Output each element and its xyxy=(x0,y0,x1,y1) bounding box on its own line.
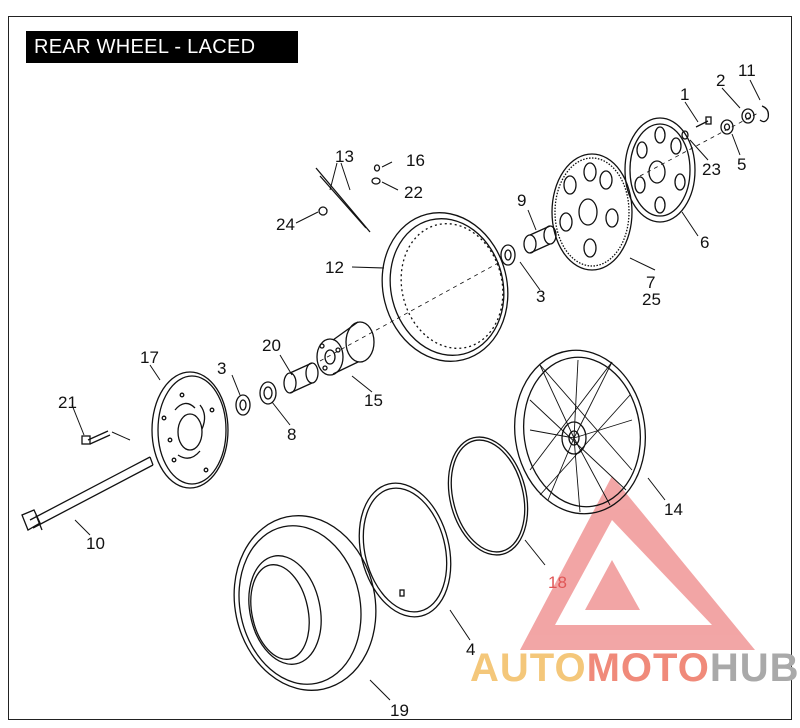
sleeve-part-20 xyxy=(283,362,319,394)
watermark-auto: AUTO xyxy=(470,646,587,690)
label-8: 8 xyxy=(287,425,296,444)
diagram-frame xyxy=(8,16,792,720)
label-18: 18 xyxy=(548,573,567,592)
label-25: 25 xyxy=(642,290,661,309)
label-19: 19 xyxy=(390,701,409,720)
axle-part-10 xyxy=(21,456,154,531)
label-3-right: 3 xyxy=(536,287,545,306)
nipple-part-24 xyxy=(318,206,328,216)
label-5: 5 xyxy=(737,155,746,174)
rim-part-12 xyxy=(381,212,509,362)
washer-part-23 xyxy=(681,130,689,140)
nut-part-2 xyxy=(741,108,755,124)
brake-rotor-part-17 xyxy=(151,371,229,489)
bolt-part-1 xyxy=(695,116,712,128)
nut-part-5 xyxy=(720,119,734,135)
watermark-moto: MOTO xyxy=(586,646,710,690)
label-1: 1 xyxy=(680,85,689,104)
pulley-part-6 xyxy=(624,117,696,223)
leader-lines xyxy=(71,79,761,701)
bolt-part-21 xyxy=(81,430,111,445)
label-9: 9 xyxy=(517,191,526,210)
diagram-title: REAR WHEEL - LACED xyxy=(26,31,298,63)
hub-part-15 xyxy=(316,321,375,376)
spacer-part-9 xyxy=(523,225,557,254)
clip-part-11 xyxy=(759,105,770,123)
label-21: 21 xyxy=(58,393,77,412)
label-16: 16 xyxy=(406,151,425,170)
label-20: 20 xyxy=(262,336,281,355)
tube-part-4 xyxy=(358,482,452,618)
label-11: 11 xyxy=(738,61,756,80)
label-13: 13 xyxy=(335,147,354,166)
label-22: 22 xyxy=(404,183,423,202)
label-24: 24 xyxy=(276,215,295,234)
rim-strip-part-18 xyxy=(447,436,529,556)
watermark-logo xyxy=(520,476,755,650)
label-12: 12 xyxy=(325,258,344,277)
wheel-assembly-part-14 xyxy=(513,349,647,515)
label-6: 6 xyxy=(700,233,709,252)
watermark-text: AUTOMOTOHUB xyxy=(470,646,800,691)
bearing-part-3-right xyxy=(500,244,516,266)
label-7: 7 xyxy=(646,273,655,292)
label-4: 4 xyxy=(466,640,475,659)
label-14: 14 xyxy=(664,500,683,519)
part-number-labels: 1 2 11 23 5 6 7 25 9 3 12 13 16 22 24 20… xyxy=(58,61,756,720)
nipple-part-22 xyxy=(371,177,381,185)
label-17: 17 xyxy=(140,348,159,367)
pulley-part-7 xyxy=(551,153,633,271)
nipple-part-16 xyxy=(373,164,381,172)
label-15: 15 xyxy=(364,391,383,410)
label-10: 10 xyxy=(86,534,105,553)
watermark-hub: HUB xyxy=(709,646,800,690)
label-2: 2 xyxy=(716,71,725,90)
label-3-left: 3 xyxy=(217,359,226,378)
spoke-part-13 xyxy=(315,167,371,233)
spacer-part-8 xyxy=(259,381,277,405)
label-23: 23 xyxy=(702,160,721,179)
bearing-part-3-left xyxy=(235,394,251,416)
tire-part-19 xyxy=(233,515,377,691)
